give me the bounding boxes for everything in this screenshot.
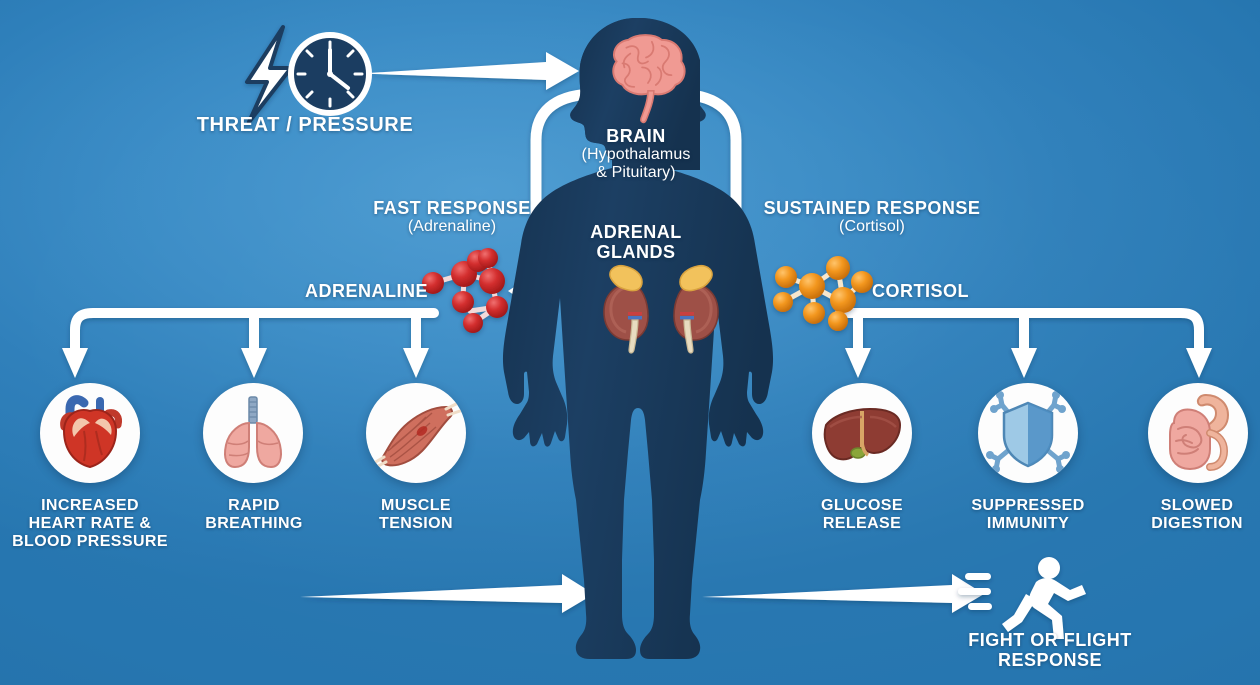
effect-circle-liver[interactable] bbox=[812, 383, 912, 483]
shield-immunity-icon bbox=[986, 391, 1070, 473]
effect-circle-heart[interactable] bbox=[40, 383, 140, 483]
clock-icon bbox=[288, 32, 372, 116]
adrenaline-molecule-icon bbox=[422, 248, 508, 333]
liver-icon bbox=[823, 407, 902, 461]
cortisol-molecule-icon bbox=[773, 256, 873, 331]
effect-circle-digestion[interactable] bbox=[1148, 383, 1248, 483]
bracket-cortisol-effects bbox=[835, 308, 1212, 378]
effect-circle-muscle[interactable] bbox=[366, 383, 466, 483]
bracket-adrenaline-effects bbox=[62, 308, 439, 378]
adrenal-kidney-icon bbox=[603, 264, 719, 354]
lightning-bolt-icon bbox=[245, 25, 293, 124]
arrow-threat-to-brain bbox=[360, 52, 579, 90]
brain-icon bbox=[612, 34, 686, 124]
lungs-icon bbox=[224, 396, 282, 469]
arrow-bottom-body-to-outcome bbox=[702, 574, 984, 613]
heart-icon bbox=[60, 395, 122, 469]
intestines-icon bbox=[1169, 393, 1230, 471]
running-person-icon bbox=[958, 557, 1086, 639]
arrow-bottom-left-to-body bbox=[300, 574, 594, 613]
muscle-icon bbox=[372, 401, 462, 469]
effect-circle-immunity[interactable] bbox=[978, 383, 1078, 483]
effect-circle-lungs[interactable] bbox=[203, 383, 303, 483]
